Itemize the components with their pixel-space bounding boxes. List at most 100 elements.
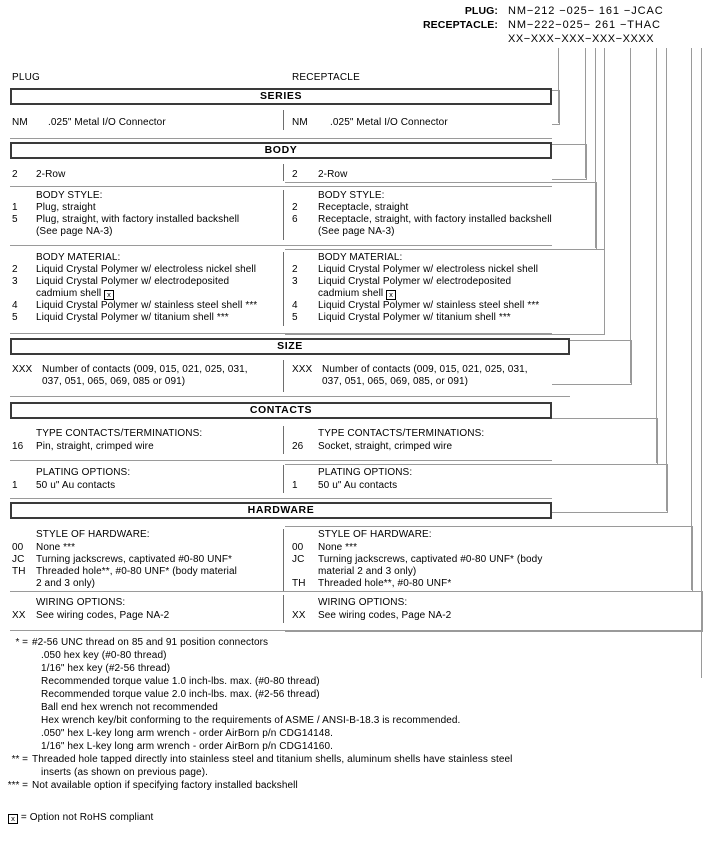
plug-label: PLUG:	[464, 5, 498, 17]
wiring-receptacle-code: XX	[292, 610, 306, 621]
not-rohs-compliant-icon: x	[386, 290, 397, 300]
contacts-type-plug-text: Pin, straight, crimped wire	[36, 441, 154, 452]
plating-plug-code: 1	[12, 480, 18, 491]
footnote-single-line-5: Ball end hex wrench not recommended	[41, 702, 218, 713]
leader-line-contact-type	[656, 48, 657, 463]
footnote-single-line-7: .050" hex L-key long arm wrench - order …	[41, 728, 334, 739]
body-material-column-divider	[283, 252, 284, 326]
body-style-plug-text-1: Plug, straight, with factory installed b…	[36, 214, 240, 225]
leader-line-size	[630, 48, 631, 383]
body-material-plug-text-3: Liquid Crystal Polymer w/ stainless stee…	[36, 300, 258, 311]
wiring-receptacle-text: See wiring codes, Page NA-2	[318, 610, 452, 621]
bracket-size	[552, 340, 632, 385]
section-title-body: BODY	[264, 144, 298, 156]
body-style-plug-code-0: 1	[12, 202, 18, 213]
leader-line-plating	[666, 48, 667, 511]
hardware-style-receptacle-text-2: material 2 and 3 only)	[318, 566, 417, 577]
leader-line-series	[558, 48, 559, 123]
hardware-style-receptacle-text-3: Threaded hole**, #0-80 UNF*	[318, 578, 452, 589]
wiring-plug-text: See wiring codes, Page NA-2	[36, 610, 170, 621]
section-title-hardware: HARDWARE	[247, 504, 315, 516]
size-separator	[10, 396, 570, 397]
body-style-heading-plug: BODY STYLE:	[36, 190, 103, 201]
receptacle-part-number-row: RECEPTACLE: NM−222−025− 261 −THAC	[380, 18, 710, 32]
hardware-style-column-divider	[283, 529, 284, 591]
body-material-plug-code-0: 2	[12, 264, 18, 275]
series-column-divider	[283, 110, 284, 130]
series-receptacle-text: .025" Metal I/O Connector	[330, 117, 448, 128]
not-rohs-compliant-icon: x	[104, 290, 115, 300]
column-label-receptacle: RECEPTACLE	[292, 72, 360, 83]
section-title-contacts: CONTACTS	[249, 404, 313, 416]
body-material-plug-code-4: 5	[12, 312, 18, 323]
plug-part-number: NM−212 −025− 161 −JCAC	[508, 5, 664, 17]
body-material-receptacle-code-3: 4	[292, 300, 298, 311]
body-material-plug-text-4: Liquid Crystal Polymer w/ titanium shell…	[36, 312, 229, 323]
hardware-style-receptacle-code-3: TH	[292, 578, 306, 589]
mask-part-number-row: XX−XXX−XXX−XXX−XXXX	[380, 32, 710, 46]
hardware-style-receptacle-code-1: JC	[292, 554, 305, 565]
section-title-series: SERIES	[259, 90, 303, 102]
hardware-style-receptacle-text-1: Turning jackscrews, captivated #0-80 UNF…	[318, 554, 543, 565]
leader-line-wiring	[701, 48, 702, 678]
footnote-triple-line-0: Not available option if specifying facto…	[32, 780, 298, 791]
not-rohs-compliant-icon: x	[8, 814, 18, 824]
wiring-column-divider	[283, 595, 284, 623]
plating-receptacle-code: 1	[292, 480, 298, 491]
footnote-single-line-1: .050 hex key (#0-80 thread)	[41, 650, 167, 661]
body-plug-code: 2	[12, 169, 18, 180]
plating-heading-receptacle: PLATING OPTIONS:	[318, 467, 413, 478]
receptacle-label: RECEPTACLE:	[423, 19, 498, 31]
wiring-plug-code: XX	[12, 610, 26, 621]
contacts-type-heading-plug: TYPE CONTACTS/TERMINATIONS:	[36, 428, 203, 439]
hardware-style-receptacle-text-0: None ***	[318, 542, 358, 553]
bracket-body-row	[552, 144, 587, 180]
footnote-double-mark: ** =	[11, 754, 28, 765]
body-material-plug-text-0: Liquid Crystal Polymer w/ electroless ni…	[36, 264, 257, 275]
contacts-type-receptacle-text: Socket, straight, crimped wire	[318, 441, 453, 452]
series-plug-code: NM	[12, 117, 28, 128]
hardware-style-plug-text-2: Threaded hole**, #0-80 UNF* (body materi…	[36, 566, 237, 577]
body-style-plug-text-0: Plug, straight	[36, 202, 96, 213]
body-row-column-divider	[283, 164, 284, 181]
body-material-separator	[10, 333, 552, 334]
footnote-single-line-6: Hex wrench key/bit conforming to the req…	[41, 715, 461, 726]
body-material-receptacle-code-4: 5	[292, 312, 298, 323]
body-style-receptacle-text-2: (See page NA-3)	[318, 226, 395, 237]
plating-plug-text: 50 u" Au contacts	[36, 480, 116, 491]
leader-line-hardware-style	[691, 48, 692, 590]
footnote-triple-mark: *** =	[7, 780, 28, 791]
contacts-type-column-divider	[283, 426, 284, 454]
hardware-style-separator	[10, 591, 552, 592]
body-material-receptacle-code-0: 2	[292, 264, 298, 275]
receptacle-part-number: NM−222−025− 261 −THAC	[508, 19, 661, 31]
series-plug-text: .025" Metal I/O Connector	[48, 117, 166, 128]
body-material-receptacle-row-2: cadmium shell x	[318, 288, 397, 300]
footnote-single-line-3: Recommended torque value 1.0 inch-lbs. m…	[41, 676, 320, 687]
body-material-plug-code-1: 3	[12, 276, 18, 287]
size-plug-line1: Number of contacts (009, 015, 021, 025, …	[42, 364, 248, 375]
contacts-type-receptacle-code: 26	[292, 441, 304, 452]
body-receptacle-text: 2-Row	[318, 169, 348, 180]
body-material-heading-plug: BODY MATERIAL:	[36, 252, 121, 263]
hardware-style-plug-text-0: None ***	[36, 542, 76, 553]
body-row-separator	[10, 186, 552, 187]
body-style-column-divider	[283, 190, 284, 240]
hardware-style-heading-plug: STYLE OF HARDWARE:	[36, 529, 150, 540]
hardware-style-plug-text-1: Turning jackscrews, captivated #0-80 UNF…	[36, 554, 233, 565]
body-style-plug-code-1: 5	[12, 214, 18, 225]
hardware-style-receptacle-code-0: 00	[292, 542, 304, 553]
body-style-receptacle-text-1: Receptacle, straight, with factory insta…	[318, 214, 552, 225]
section-title-size: SIZE	[277, 340, 303, 352]
footnote-single-mark: * =	[15, 637, 28, 648]
hardware-style-plug-text-3: 2 and 3 only)	[36, 578, 96, 589]
part-number-header: PLUG: NM−212 −025− 161 −JCAC RECEPTACLE:…	[380, 4, 710, 46]
section-bar-body: BODY	[10, 142, 552, 159]
mask-part-number: XX−XXX−XXX−XXX−XXXX	[508, 33, 655, 45]
size-plug-line2: 037, 051, 065, 069, 085 or 091)	[42, 376, 186, 387]
bracket-series	[552, 90, 560, 125]
section-bar-series: SERIES	[10, 88, 552, 105]
body-material-receptacle-text-0: Liquid Crystal Polymer w/ electroless ni…	[318, 264, 539, 275]
series-separator	[10, 138, 552, 139]
plating-heading-plug: PLATING OPTIONS:	[36, 467, 131, 478]
